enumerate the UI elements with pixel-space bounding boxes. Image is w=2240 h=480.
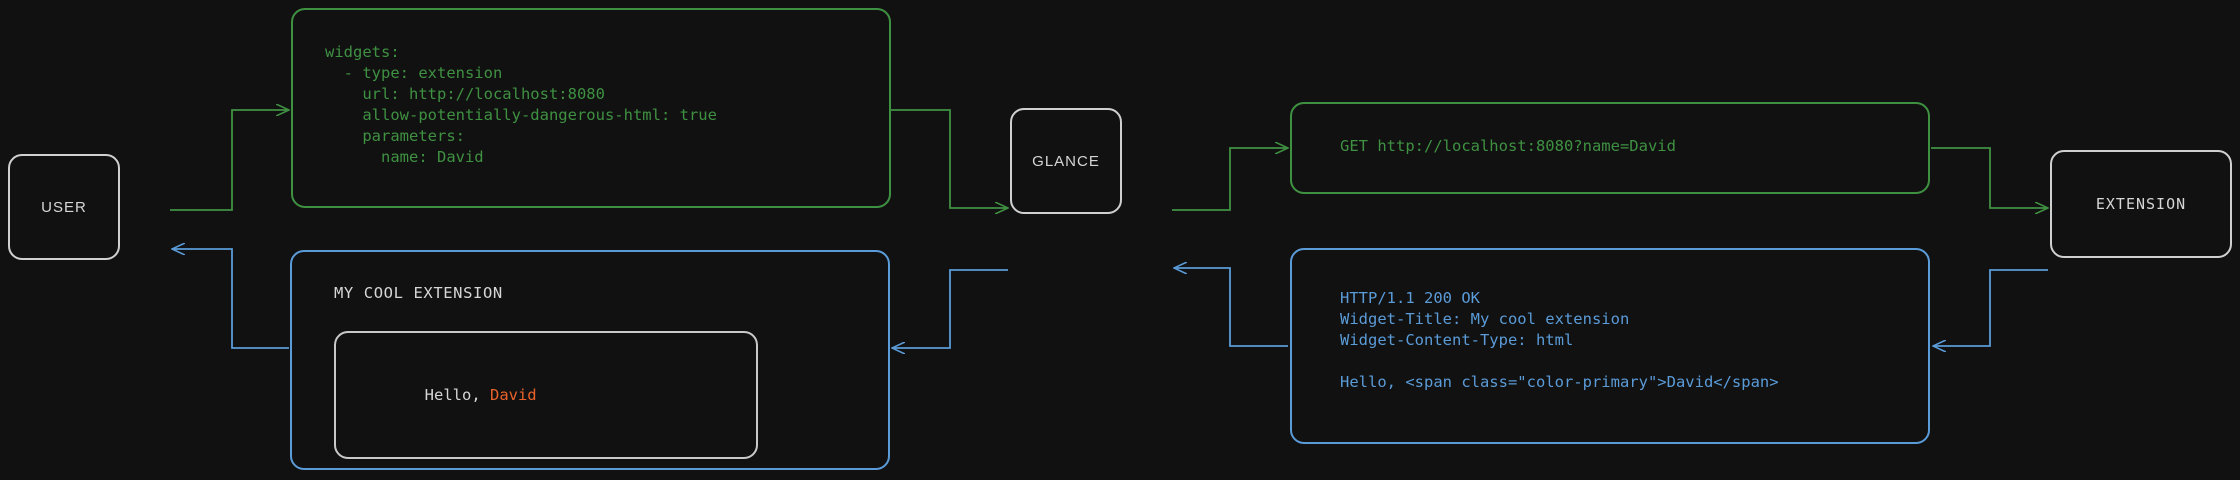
panel-glance-yaml-config[interactable]: widgets: - type: extension url: http://l… (291, 8, 891, 208)
response-code-block: HTTP/1.1 200 OK Widget-Title: My cool ex… (1340, 289, 1779, 391)
node-extension-label: EXTENSION (2095, 195, 2187, 213)
widget-preview-greeting: Hello, David (336, 368, 537, 422)
node-extension[interactable]: EXTENSION (2050, 150, 2232, 258)
node-glance-label: GLANCE (1032, 152, 1100, 170)
widget-preview-card: Hello, David (334, 331, 758, 459)
request-code-block: GET http://localhost:8080?name=David (1340, 137, 1676, 155)
node-user-label: USER (41, 198, 87, 216)
edge-config-to-glance (891, 109, 1008, 208)
edge-request-to-extension (1931, 147, 2048, 208)
greeting-prefix: Hello, (424, 386, 490, 404)
edge-user-to-config (170, 110, 289, 211)
edge-glance-to-request (1172, 148, 1288, 211)
edge-widget-to-user (172, 249, 289, 349)
panel-rendered-widget-preview[interactable]: MY COOL EXTENSION Hello, David (290, 250, 890, 470)
edge-glance-to-widget (892, 269, 1008, 348)
widget-preview-title: MY COOL EXTENSION (334, 284, 503, 302)
edge-response-to-glance (1174, 268, 1288, 347)
panel-http-response[interactable]: HTTP/1.1 200 OK Widget-Title: My cool ex… (1290, 248, 1930, 444)
panel-http-get-request[interactable]: GET http://localhost:8080?name=David (1290, 102, 1930, 194)
config-code-block: widgets: - type: extension url: http://l… (325, 43, 717, 166)
node-glance[interactable]: GLANCE (1010, 108, 1122, 214)
greeting-name: David (489, 386, 537, 404)
node-user[interactable]: USER (8, 154, 120, 260)
edge-extension-to-response (1933, 269, 2048, 346)
